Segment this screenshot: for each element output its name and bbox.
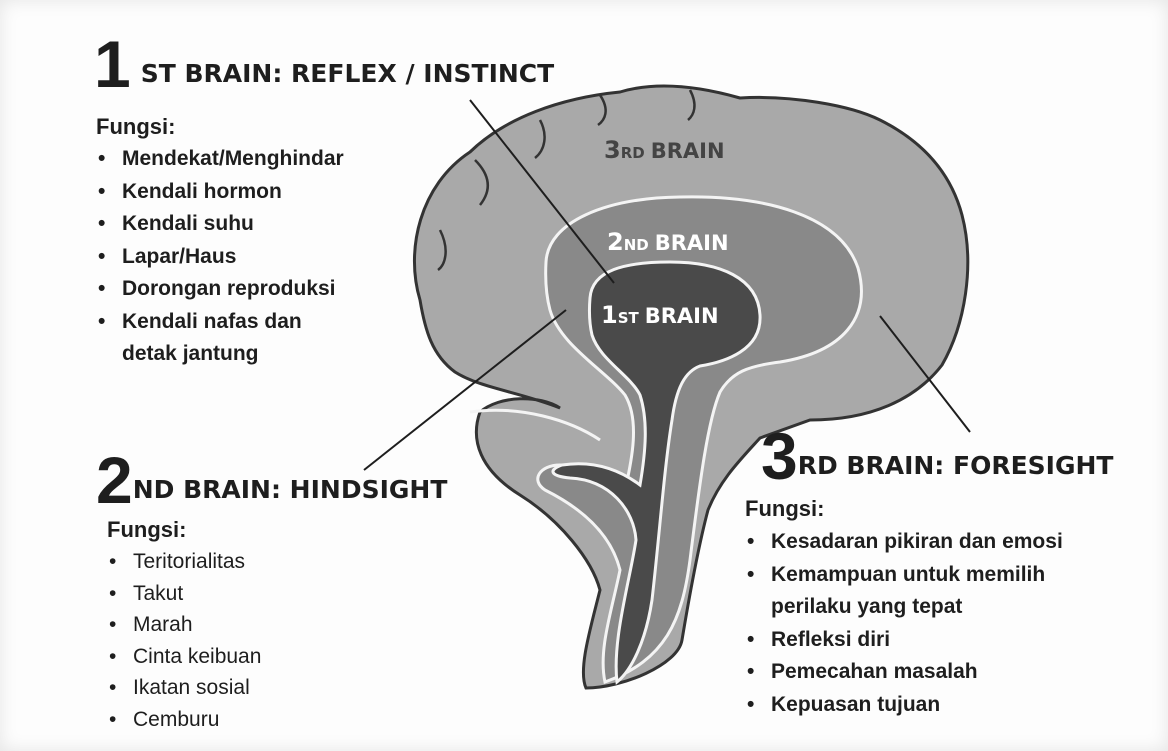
- list-item: Mendekat/Menghindar: [96, 143, 344, 176]
- list-item: Cemburu: [107, 704, 261, 736]
- first-brain-heading-text: ST BRAIN: REFLEX / INSTINCT: [141, 59, 554, 88]
- first-brain-fungsi-label: Fungsi:: [96, 114, 175, 140]
- list-item: Kendali nafas dan: [96, 306, 344, 339]
- second-brain-heading-text: ND BRAIN: HINDSIGHT: [133, 475, 448, 504]
- third-brain-label-word: BRAIN: [651, 139, 725, 163]
- list-item: Cinta keibuan: [107, 641, 261, 673]
- list-item: Ikatan sosial: [107, 672, 261, 704]
- list-item: Kepuasan tujuan: [745, 689, 1063, 722]
- list-item: Kesadaran pikiran dan emosi: [745, 526, 1063, 559]
- list-item: Teritorialitas: [107, 546, 261, 578]
- list-item: Pemecahan masalah: [745, 656, 1063, 689]
- second-brain-heading: 2ND BRAIN: HINDSIGHT: [96, 442, 447, 518]
- third-brain-heading-text: RD BRAIN: FORESIGHT: [798, 451, 1114, 480]
- second-brain-label-num: 2: [607, 228, 624, 256]
- third-brain-fungsi-label: Fungsi:: [745, 496, 824, 522]
- list-item-continuation: perilaku yang tepat: [745, 591, 1063, 624]
- list-item: Marah: [107, 609, 261, 641]
- second-brain-label-word: BRAIN: [655, 231, 729, 255]
- list-item: Kendali suhu: [96, 208, 344, 241]
- list-item: Kendali hormon: [96, 176, 344, 209]
- second-brain-heading-num: 2: [96, 443, 131, 517]
- first-brain-label-num: 1: [601, 301, 618, 329]
- first-brain-function-list: Mendekat/Menghindar Kendali hormon Kenda…: [96, 143, 344, 371]
- third-brain-heading-num: 3: [761, 419, 796, 493]
- first-brain-heading: 1 ST BRAIN: REFLEX / INSTINCT: [94, 26, 554, 102]
- third-brain-heading: 3RD BRAIN: FORESIGHT: [761, 418, 1113, 494]
- third-brain-function-list: Kesadaran pikiran dan emosi Kemampuan un…: [745, 526, 1063, 721]
- second-brain-label-suffix: ND: [624, 236, 649, 254]
- list-item: Lapar/Haus: [96, 241, 344, 274]
- third-brain-label-suffix: RD: [621, 144, 645, 162]
- list-item: Kemampuan untuk memilih: [745, 559, 1063, 592]
- third-brain-label-num: 3: [604, 136, 621, 164]
- list-item: Dorongan reproduksi: [96, 273, 344, 306]
- list-item: Takut: [107, 578, 261, 610]
- first-brain-heading-num: 1: [94, 27, 129, 101]
- list-item-continuation: detak jantung: [96, 338, 344, 371]
- second-brain-fungsi-label: Fungsi:: [107, 517, 186, 543]
- first-brain-label-suffix: ST: [618, 309, 640, 327]
- second-brain-function-list: Teritorialitas Takut Marah Cinta keibuan…: [107, 546, 261, 735]
- list-item: Refleksi diri: [745, 624, 1063, 657]
- first-brain-label-word: BRAIN: [645, 304, 719, 328]
